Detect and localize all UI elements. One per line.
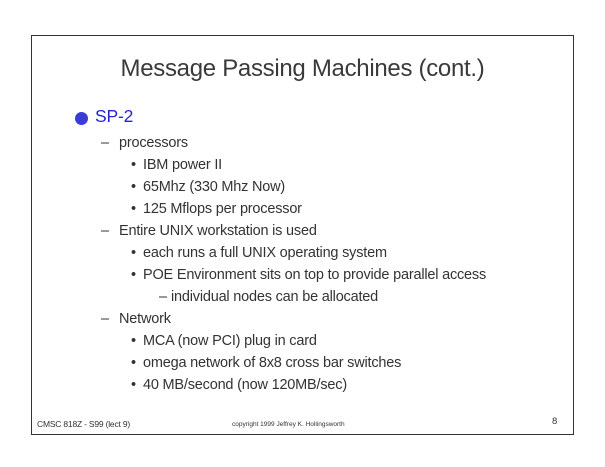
list-item: 125 Mflops per processor — [143, 201, 302, 217]
list-item: 65Mhz (330 Mhz Now) — [143, 179, 286, 195]
bullet-icon: • — [131, 179, 137, 195]
list-item: POE Environment sits on top to provide p… — [143, 267, 487, 283]
level1-heading: SP-2 — [95, 106, 134, 126]
section-label-processors: processors — [119, 135, 188, 151]
list-item: omega network of 8x8 cross bar switches — [143, 355, 402, 371]
page-number: 8 — [552, 416, 558, 427]
slide-title: Message Passing Machines (cont.) — [120, 55, 485, 82]
dash-icon: – — [101, 223, 110, 239]
dash-icon: – — [101, 135, 110, 151]
bullet-icon: • — [131, 333, 137, 349]
dash-icon: – — [101, 311, 110, 327]
footer-copyright: copyright 1999 Jeffrey K. Hollingsworth — [232, 421, 345, 428]
footer-course: CMSC 818Z - S99 (lect 9) — [37, 419, 130, 429]
section-label-workstation: Entire UNIX workstation is used — [119, 223, 317, 239]
bullet-icon: • — [131, 267, 137, 283]
list-item: MCA (now PCI) plug in card — [143, 333, 317, 349]
section-label-network: Network — [119, 311, 171, 327]
level1-bullet-icon — [75, 112, 88, 125]
list-item: 40 MB/second (now 120MB/sec) — [143, 377, 347, 393]
list-item: IBM power II — [143, 157, 222, 173]
bullet-icon: • — [131, 355, 137, 371]
dash-icon: – — [159, 289, 168, 305]
bullet-icon: • — [131, 377, 137, 393]
slide-border — [31, 35, 574, 435]
bullet-icon: • — [131, 157, 137, 173]
bullet-icon: • — [131, 201, 137, 217]
bullet-icon: • — [131, 245, 137, 261]
sub-list-item: individual nodes can be allocated — [171, 289, 379, 305]
list-item: each runs a full UNIX operating system — [143, 245, 387, 261]
